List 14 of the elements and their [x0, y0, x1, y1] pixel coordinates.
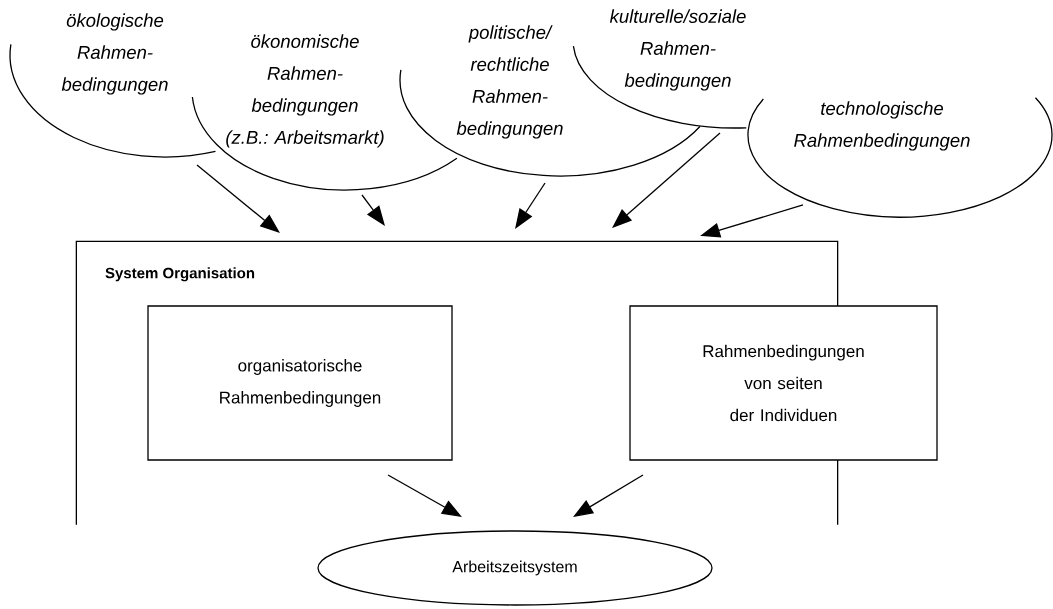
arrow [612, 132, 721, 228]
ellipse-node: ökonomische Rahmen- bedingungen (z.B.: Arbeitsmarkt) [226, 34, 458, 191]
arrow [515, 182, 546, 229]
arrow [361, 194, 385, 226]
arrow [196, 164, 280, 233]
ellipse-node: Arbeitszeitsystem [317, 530, 713, 606]
node-text: technologische Rahmenbedingungen [794, 101, 970, 151]
arrow [387, 474, 462, 517]
process-box: organisatorische Rahmenbedingungen [147, 305, 453, 461]
process-box: Rahmenbedingungen von seiten der Individuen [629, 305, 938, 461]
node-text: kulturelle/soziale Rahmen- bedingungen [609, 9, 746, 91]
node-text: politische/ rechtliche Rahmen- bedingungen [456, 25, 563, 139]
node-text: ökologische Rahmen- bedingungen [61, 13, 168, 95]
arrow [573, 474, 644, 517]
